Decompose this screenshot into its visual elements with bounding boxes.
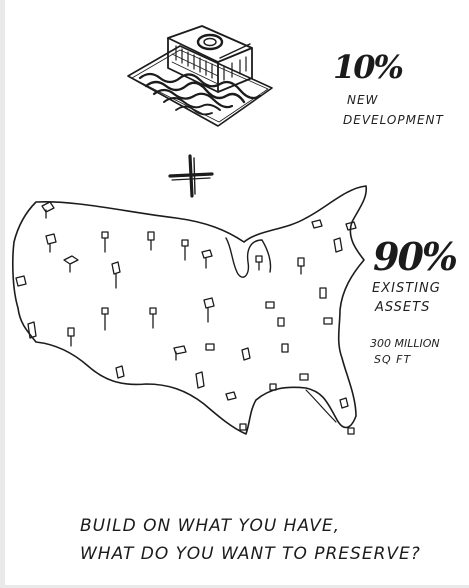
existing-area-line2: SQ FT (374, 354, 411, 367)
asset-marker-pins (16, 202, 356, 434)
frame-border-left (0, 0, 5, 588)
new-development-label-line2: DEVELOPMENT (343, 114, 444, 128)
new-development-label-line1: NEW (347, 94, 378, 108)
existing-assets-label-line1: EXISTING (372, 282, 441, 297)
new-building-sketch (120, 18, 280, 138)
new-development-percent: 10% (333, 48, 402, 86)
caption-line1: BUILD ON WHAT YOU HAVE, (80, 512, 440, 540)
existing-assets-label-line2: ASSETS (375, 301, 430, 316)
caption-line2: WHAT DO YOU WANT TO PRESERVE? (80, 540, 440, 568)
existing-assets-percent: 90% (373, 234, 456, 279)
usa-map-sketch (6, 178, 376, 440)
existing-area-line1: 300 MILLION (370, 338, 440, 351)
great-lakes (226, 238, 271, 277)
sketch-caption: BUILD ON WHAT YOU HAVE, WHAT DO YOU WANT… (80, 512, 440, 568)
